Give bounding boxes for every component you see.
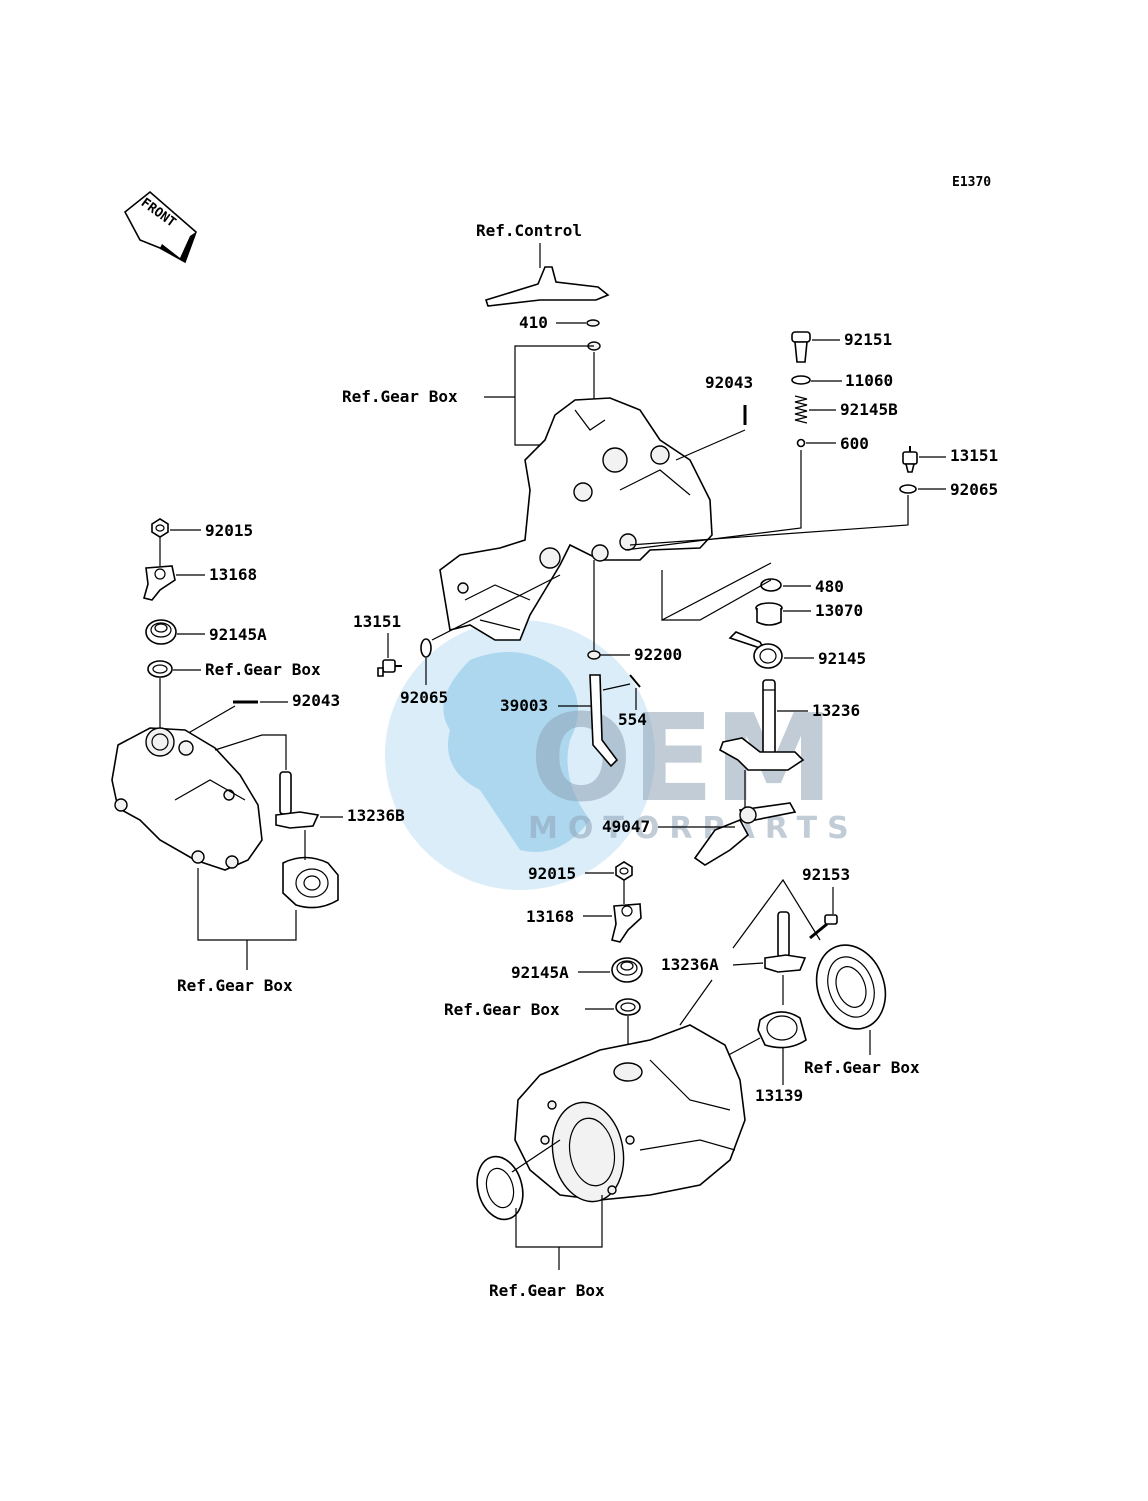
label-13236b: 13236B (347, 806, 405, 825)
label-13070: 13070 (815, 601, 863, 620)
label-92043-top: 92043 (705, 373, 753, 392)
seal-center-part (615, 998, 641, 1016)
label-92145: 92145 (818, 649, 866, 668)
seal-left-part (147, 660, 173, 678)
spring-92145a-left-part (145, 619, 177, 645)
label-92015-left: 92015 (205, 521, 253, 540)
bushing-13070-part (755, 602, 783, 626)
label-13139: 13139 (755, 1086, 803, 1105)
spring-92145-part (728, 631, 783, 669)
label-92145a-left: 92145A (209, 625, 267, 644)
shaft-13236-part (719, 679, 805, 771)
ring-480-part (760, 578, 782, 592)
front-arrow-icon: FRONT (123, 190, 197, 264)
label-92065-right: 92065 (950, 480, 998, 499)
label-480: 480 (815, 577, 844, 596)
lever-39003-part (589, 674, 619, 768)
gear-13139-part (757, 1011, 807, 1049)
label-92065-center: 92065 (400, 688, 448, 707)
label-13236a: 13236A (661, 955, 719, 974)
label-92200: 92200 (634, 645, 682, 664)
spring-92145a-center-part (611, 957, 643, 983)
nut-92015-center-part (615, 861, 633, 881)
label-49047: 49047 (602, 817, 650, 836)
ref-gear-box-left-seal-label: Ref.Gear Box (205, 660, 321, 679)
spring-92145b-part (794, 395, 808, 424)
label-13151-center: 13151 (353, 612, 401, 631)
ref-gear-box-center-seal-label: Ref.Gear Box (444, 1000, 560, 1019)
shaft-13236b-part (275, 771, 320, 829)
label-92145b: 92145B (840, 400, 898, 419)
shaft-13236a-part (764, 911, 807, 973)
plug-92200-part (587, 650, 601, 660)
arm-13168-left-part (143, 565, 176, 601)
label-92151: 92151 (844, 330, 892, 349)
bolt-92153-part (809, 914, 838, 940)
label-600: 600 (840, 434, 869, 453)
ref-gear-box-left-bottom-label: Ref.Gear Box (177, 976, 293, 995)
switch-13151-right-part (902, 446, 918, 473)
ref-control-label: Ref.Control (476, 221, 582, 240)
label-92153: 92153 (802, 865, 850, 884)
arm-13168-center-part (611, 903, 642, 943)
washer-92065-right-part (899, 484, 917, 494)
pin-554-part (629, 674, 641, 688)
nut-92015-left-part (151, 518, 169, 538)
label-410: 410 (519, 313, 548, 332)
lower-gear-case-part (514, 1024, 746, 1203)
label-92145a-center: 92145A (511, 963, 569, 982)
diagram-code: E1370 (952, 175, 991, 190)
watermark-sub: MOTORPARTS (528, 811, 859, 846)
label-13168-left: 13168 (209, 565, 257, 584)
seal-bottom-part (476, 1155, 524, 1221)
fork-49047-part (693, 770, 797, 866)
label-11060: 11060 (845, 371, 893, 390)
bolt-92151-part (791, 331, 811, 363)
label-13168-center: 13168 (526, 907, 574, 926)
label-13151-right: 13151 (950, 446, 998, 465)
ref-gear-box-bearing-label: Ref.Gear Box (804, 1058, 920, 1077)
label-13236: 13236 (812, 701, 860, 720)
ref-gear-box-top-label: Ref.Gear Box (342, 387, 458, 406)
control-lever-part (484, 266, 610, 307)
washer-410-part (586, 319, 600, 327)
ref-gear-box-bottom-label: Ref.Gear Box (489, 1281, 605, 1300)
washer-11060-part (791, 375, 811, 385)
bearing-part (815, 944, 887, 1030)
label-554: 554 (618, 710, 647, 729)
ball-600-part (796, 438, 806, 448)
watermark-continents (443, 652, 590, 852)
label-39003: 39003 (500, 696, 548, 715)
label-92015-center: 92015 (528, 864, 576, 883)
switch-13151-center-part (377, 659, 402, 677)
watermark-globe (385, 620, 655, 890)
label-92043-left: 92043 (292, 691, 340, 710)
left-gear-case-part (111, 727, 263, 871)
upper-gear-case-part (439, 397, 713, 641)
washer-92065-center-part (420, 638, 432, 658)
gear-left-part (282, 856, 339, 909)
